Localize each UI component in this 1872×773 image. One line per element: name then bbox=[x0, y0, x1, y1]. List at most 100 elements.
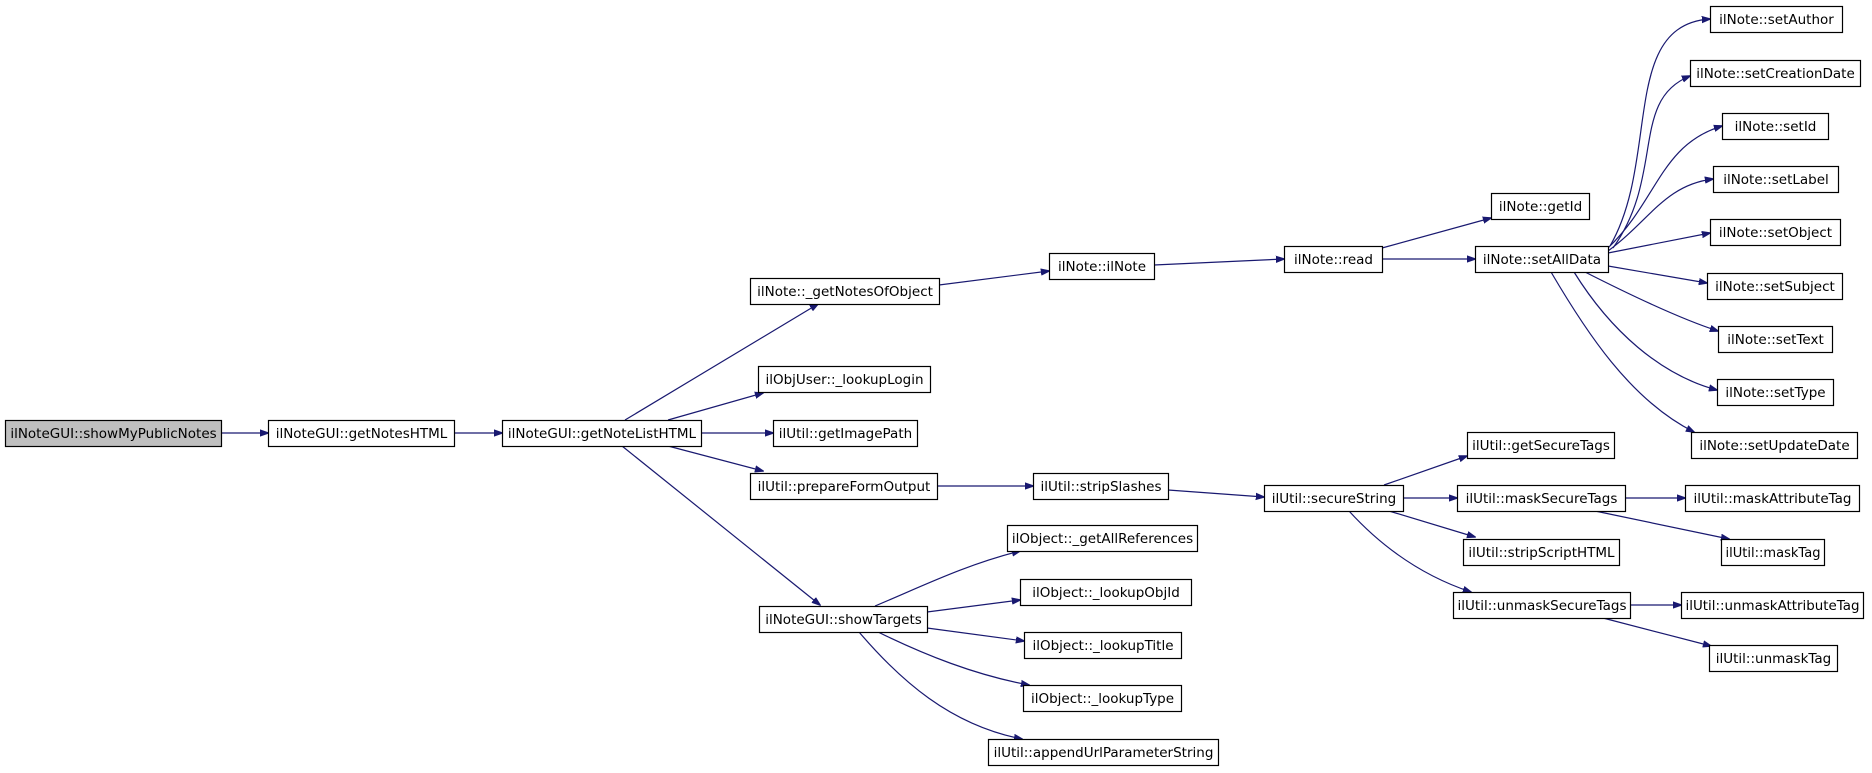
node-box bbox=[1712, 165, 1840, 194]
node-label: ilObjUser::_lookupLogin bbox=[765, 372, 923, 388]
node-label: ilNoteGUI::showTargets bbox=[765, 612, 922, 628]
node-box bbox=[987, 738, 1220, 767]
node-label: ilUtil::stripScriptHTML bbox=[1468, 545, 1615, 561]
edge-unmaskSecureTags-to-unmaskTag bbox=[1602, 617, 1711, 646]
edge-setAllData-to-setText bbox=[1584, 271, 1718, 331]
node-getNoteListHTML[interactable]: ilNoteGUI::getNoteListHTML bbox=[501, 419, 703, 448]
edge-getNotesOfObject-to-ilNote bbox=[938, 271, 1049, 286]
node-label: ilObject::_lookupObjId bbox=[1032, 585, 1180, 601]
node-setId[interactable]: ilNote::setId bbox=[1721, 112, 1830, 141]
node-read[interactable]: ilNote::read bbox=[1283, 245, 1384, 274]
edge-getNoteListHTML-to-lookupLogin bbox=[667, 393, 763, 421]
node-box bbox=[1690, 431, 1859, 460]
edge-setAllData-to-setType bbox=[1573, 271, 1717, 390]
node-setAuthor[interactable]: ilNote::setAuthor bbox=[1709, 5, 1844, 34]
node-secureString[interactable]: ilUtil::secureString bbox=[1263, 484, 1405, 513]
node-setLabel[interactable]: ilNote::setLabel bbox=[1712, 165, 1840, 194]
node-label: ilNote::read bbox=[1294, 252, 1373, 268]
node-label: ilUtil::getSecureTags bbox=[1472, 438, 1610, 454]
node-box bbox=[1023, 631, 1183, 660]
node-appendUrlParameterString[interactable]: ilUtil::appendUrlParameterString bbox=[987, 738, 1220, 767]
node-getId[interactable]: ilNote::getId bbox=[1490, 192, 1591, 221]
node-box bbox=[1684, 484, 1861, 513]
node-box bbox=[1474, 245, 1610, 274]
node-setObject[interactable]: ilNote::setObject bbox=[1709, 218, 1842, 247]
node-ilNote[interactable]: ilNote::ilNote bbox=[1048, 252, 1156, 281]
node-setText[interactable]: ilNote::setText bbox=[1717, 325, 1834, 354]
node-lookupObjId[interactable]: ilObject::_lookupObjId bbox=[1019, 578, 1193, 607]
node-box bbox=[4, 419, 223, 448]
node-box bbox=[757, 365, 932, 394]
node-getNotesHTML[interactable]: ilNoteGUI::getNotesHTML bbox=[267, 419, 456, 448]
edge-showTargets-to-getAllReferences bbox=[874, 551, 1020, 607]
edge-showTargets-to-lookupTitle bbox=[926, 627, 1024, 641]
edge-setAllData-to-setLabel bbox=[1607, 179, 1713, 252]
node-prepareFormOutput[interactable]: ilUtil::prepareFormOutput bbox=[749, 472, 939, 501]
node-box bbox=[1048, 252, 1156, 281]
node-box bbox=[501, 419, 703, 448]
node-box bbox=[758, 605, 929, 634]
edge-setAllData-to-setSubject bbox=[1607, 265, 1707, 283]
node-stripScriptHTML[interactable]: ilUtil::stripScriptHTML bbox=[1462, 538, 1621, 567]
edge-getNoteListHTML-to-getNotesOfObject bbox=[624, 304, 818, 421]
node-label: ilNote::setUpdateDate bbox=[1699, 438, 1849, 454]
node-box bbox=[1708, 644, 1839, 673]
node-box bbox=[1466, 431, 1616, 460]
edge-read-to-getId bbox=[1381, 218, 1491, 249]
node-label: ilNote::getId bbox=[1499, 199, 1582, 215]
node-unmaskAttributeTag[interactable]: ilUtil::unmaskAttributeTag bbox=[1680, 591, 1865, 620]
node-getAllReferences[interactable]: ilObject::_getAllReferences bbox=[1006, 524, 1199, 553]
node-unmaskSecureTags[interactable]: ilUtil::unmaskSecureTags bbox=[1452, 591, 1632, 620]
node-getSecureTags[interactable]: ilUtil::getSecureTags bbox=[1466, 431, 1616, 460]
node-getImagePath[interactable]: ilUtil::getImagePath bbox=[772, 419, 919, 448]
node-label: ilNote::setText bbox=[1727, 332, 1824, 348]
node-label: ilNoteGUI::getNotesHTML bbox=[276, 426, 448, 442]
node-lookupTitle[interactable]: ilObject::_lookupTitle bbox=[1023, 631, 1183, 660]
edge-showTargets-to-appendUrlParameterString bbox=[858, 631, 1022, 739]
node-label: ilNote::ilNote bbox=[1058, 259, 1146, 275]
edge-setAllData-to-setId bbox=[1607, 126, 1722, 249]
node-showMyPublicNotes[interactable]: ilNoteGUI::showMyPublicNotes bbox=[4, 419, 223, 448]
node-maskAttributeTag[interactable]: ilUtil::maskAttributeTag bbox=[1684, 484, 1861, 513]
node-label: ilNote::setAllData bbox=[1483, 252, 1601, 268]
node-showTargets[interactable]: ilNoteGUI::showTargets bbox=[758, 605, 929, 634]
node-setType[interactable]: ilNote::setType bbox=[1716, 378, 1835, 407]
node-box bbox=[749, 472, 939, 501]
node-setUpdateDate[interactable]: ilNote::setUpdateDate bbox=[1690, 431, 1859, 460]
node-stripSlashes[interactable]: ilUtil::stripSlashes bbox=[1032, 472, 1170, 501]
node-label: ilNote::setAuthor bbox=[1719, 12, 1834, 28]
node-box bbox=[1263, 484, 1405, 513]
edge-secureString-to-unmaskSecureTags bbox=[1348, 510, 1471, 592]
node-box bbox=[1709, 5, 1844, 34]
node-box bbox=[1032, 472, 1170, 501]
node-box bbox=[1019, 578, 1193, 607]
node-label: ilNote::setLabel bbox=[1723, 172, 1829, 188]
node-label: ilNoteGUI::getNoteListHTML bbox=[508, 426, 697, 442]
node-lookupType[interactable]: ilObject::_lookupType bbox=[1022, 684, 1183, 713]
node-box bbox=[1022, 684, 1183, 713]
edge-showTargets-to-lookupObjId bbox=[926, 600, 1020, 613]
edge-maskSecureTags-to-maskTag bbox=[1594, 510, 1729, 539]
edge-setAllData-to-setUpdateDate bbox=[1550, 271, 1694, 432]
node-setSubject[interactable]: ilNote::setSubject bbox=[1706, 272, 1844, 301]
node-maskSecureTags[interactable]: ilUtil::maskSecureTags bbox=[1456, 484, 1627, 513]
node-box bbox=[1689, 59, 1862, 88]
node-getNotesOfObject[interactable]: ilNote::_getNotesOfObject bbox=[749, 277, 941, 306]
edge-setAllData-to-setCreationDate bbox=[1612, 76, 1690, 249]
node-box bbox=[1456, 484, 1627, 513]
node-box bbox=[1717, 325, 1834, 354]
node-box bbox=[1716, 378, 1835, 407]
edge-getNoteListHTML-to-showTargets bbox=[621, 445, 820, 605]
node-label: ilUtil::appendUrlParameterString bbox=[994, 745, 1214, 761]
node-label: ilUtil::unmaskTag bbox=[1716, 651, 1832, 667]
node-setAllData[interactable]: ilNote::setAllData bbox=[1474, 245, 1610, 274]
node-maskTag[interactable]: ilUtil::maskTag bbox=[1720, 538, 1826, 567]
node-label: ilUtil::unmaskSecureTags bbox=[1458, 598, 1627, 614]
node-label: ilNote::setObject bbox=[1719, 225, 1832, 241]
node-box bbox=[1452, 591, 1632, 620]
node-label: ilObject::_lookupType bbox=[1031, 691, 1174, 707]
node-label: ilUtil::prepareFormOutput bbox=[758, 479, 931, 495]
node-unmaskTag[interactable]: ilUtil::unmaskTag bbox=[1708, 644, 1839, 673]
node-lookupLogin[interactable]: ilObjUser::_lookupLogin bbox=[757, 365, 932, 394]
node-setCreationDate[interactable]: ilNote::setCreationDate bbox=[1689, 59, 1862, 88]
